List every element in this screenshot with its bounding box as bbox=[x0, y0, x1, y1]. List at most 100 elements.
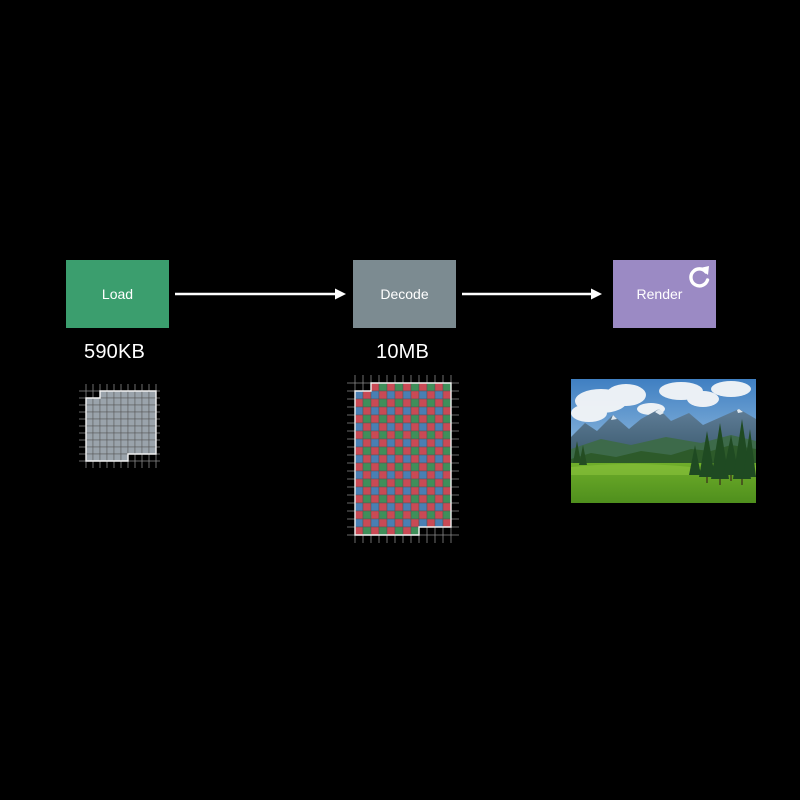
dec-cell bbox=[402, 462, 412, 472]
load-cell bbox=[85, 453, 94, 462]
dec-cell bbox=[386, 454, 396, 464]
dec-cell bbox=[442, 446, 452, 456]
dec-cell bbox=[362, 406, 372, 416]
dec-cell bbox=[426, 398, 436, 408]
dec-cell bbox=[418, 422, 428, 432]
load-stage-box: Load bbox=[66, 260, 169, 328]
dec-cell bbox=[354, 502, 364, 512]
load-cell bbox=[92, 418, 101, 427]
dec-cell bbox=[442, 430, 452, 440]
dec-cell bbox=[426, 502, 436, 512]
load-cell bbox=[127, 390, 136, 399]
dec-cell bbox=[378, 414, 388, 424]
load-cell bbox=[92, 446, 101, 455]
load-cell bbox=[127, 439, 136, 448]
load-cell bbox=[148, 390, 157, 399]
load-cell bbox=[141, 418, 150, 427]
dec-cell bbox=[394, 462, 404, 472]
load-cell bbox=[148, 418, 157, 427]
dec-cell bbox=[362, 398, 372, 408]
load-cell bbox=[106, 425, 115, 434]
load-cell bbox=[99, 432, 108, 441]
dec-cell bbox=[354, 406, 364, 416]
dec-cell bbox=[362, 486, 372, 496]
dec-cell bbox=[394, 446, 404, 456]
dec-cell bbox=[362, 454, 372, 464]
dec-cell bbox=[410, 486, 420, 496]
dec-cell bbox=[442, 470, 452, 480]
rendered-landscape-image bbox=[571, 379, 756, 503]
load-cell bbox=[99, 418, 108, 427]
load-cell bbox=[127, 404, 136, 413]
dec-cell bbox=[386, 470, 396, 480]
dec-cell bbox=[426, 478, 436, 488]
dec-cell bbox=[386, 494, 396, 504]
load-cell bbox=[99, 411, 108, 420]
dec-cell bbox=[354, 446, 364, 456]
load-cell bbox=[127, 411, 136, 420]
load-cell bbox=[148, 411, 157, 420]
dec-cell bbox=[426, 382, 436, 392]
dec-cell bbox=[418, 518, 428, 528]
dec-cell bbox=[362, 478, 372, 488]
dec-cell bbox=[362, 446, 372, 456]
dec-cell bbox=[386, 462, 396, 472]
load-cell bbox=[113, 411, 122, 420]
load-cell bbox=[148, 397, 157, 406]
load-cell bbox=[99, 404, 108, 413]
dec-cell bbox=[378, 406, 388, 416]
load-cell bbox=[92, 397, 101, 406]
load-cell bbox=[134, 432, 143, 441]
dec-cell bbox=[418, 478, 428, 488]
load-cell bbox=[127, 397, 136, 406]
dec-cell bbox=[362, 526, 372, 536]
load-cell bbox=[99, 453, 108, 462]
load-cell bbox=[92, 439, 101, 448]
dec-cell bbox=[426, 462, 436, 472]
dec-cell bbox=[378, 454, 388, 464]
dec-cell bbox=[410, 510, 420, 520]
dec-cell bbox=[378, 398, 388, 408]
dec-cell bbox=[386, 446, 396, 456]
dec-cell bbox=[354, 454, 364, 464]
dec-cell bbox=[410, 438, 420, 448]
dec-cell bbox=[370, 446, 380, 456]
dec-cell bbox=[410, 462, 420, 472]
load-cell bbox=[127, 425, 136, 434]
load-cell bbox=[99, 390, 108, 399]
load-cell bbox=[113, 418, 122, 427]
dec-cell bbox=[434, 502, 444, 512]
load-cell bbox=[92, 453, 101, 462]
load-cell bbox=[148, 439, 157, 448]
load-cell bbox=[113, 446, 122, 455]
dec-cell bbox=[418, 510, 428, 520]
load-cell bbox=[99, 439, 108, 448]
dec-cell bbox=[418, 414, 428, 424]
dec-cell bbox=[354, 398, 364, 408]
dec-cell bbox=[362, 518, 372, 528]
dec-cell bbox=[362, 438, 372, 448]
load-cell bbox=[113, 390, 122, 399]
dec-cell bbox=[418, 406, 428, 416]
dec-cell bbox=[426, 438, 436, 448]
dec-cell bbox=[418, 398, 428, 408]
dec-cell bbox=[410, 470, 420, 480]
dec-cell bbox=[442, 518, 452, 528]
dec-cell bbox=[442, 502, 452, 512]
load-cell bbox=[113, 397, 122, 406]
dec-cell bbox=[354, 486, 364, 496]
load-cell bbox=[106, 446, 115, 455]
load-cell bbox=[120, 453, 129, 462]
load-cell bbox=[85, 418, 94, 427]
dec-cell bbox=[378, 502, 388, 512]
dec-cell bbox=[410, 494, 420, 504]
dec-cell bbox=[354, 510, 364, 520]
load-cell bbox=[85, 404, 94, 413]
dec-cell bbox=[394, 454, 404, 464]
decoded-pixel-grid bbox=[347, 375, 459, 543]
load-cell bbox=[148, 404, 157, 413]
dec-cell bbox=[394, 438, 404, 448]
load-cell bbox=[134, 446, 143, 455]
dec-cell bbox=[434, 446, 444, 456]
dec-cell bbox=[386, 414, 396, 424]
